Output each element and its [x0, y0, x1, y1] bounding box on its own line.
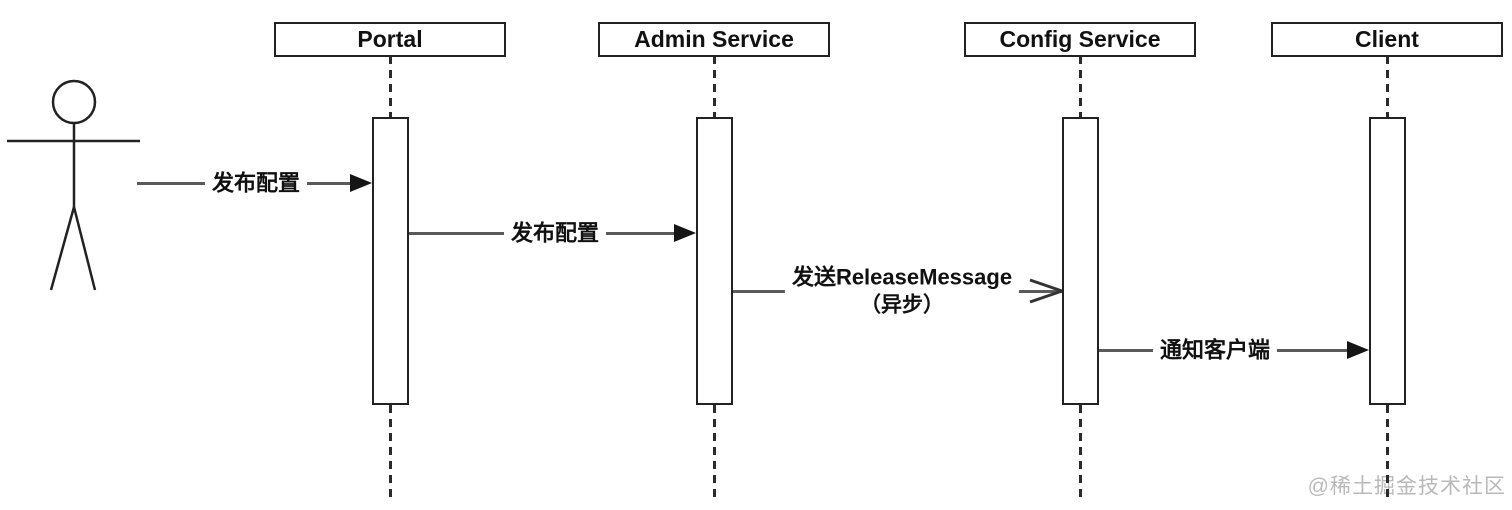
- lifeline-label: Portal: [357, 26, 423, 52]
- message-label-notify-client: 通知客户端: [1152, 335, 1278, 365]
- message-label-line1: 发送ReleaseMessage: [791, 264, 1013, 290]
- lifeline-dash-admin-service-bottom: [713, 405, 716, 503]
- lifeline-dash-config-service-top: [1079, 56, 1082, 117]
- lifeline-head-config-service: Config Service: [964, 22, 1196, 57]
- lifeline-label: Config Service: [999, 26, 1161, 52]
- activation-bar-admin-service: [696, 117, 733, 405]
- lifeline-label: Client: [1355, 26, 1419, 52]
- stick-figure-actor-icon: [7, 79, 140, 291]
- lifeline-head-admin-service: Admin Service: [598, 22, 830, 57]
- activation-bar-config-service: [1062, 117, 1099, 405]
- lifeline-label: Admin Service: [634, 26, 794, 52]
- sync-arrowhead-icon: [674, 224, 696, 242]
- message-label-publish-config-1: 发布配置: [204, 168, 308, 198]
- async-arrowhead-icon: [1029, 278, 1063, 304]
- lifeline-dash-config-service-bottom: [1079, 405, 1082, 503]
- lifeline-dash-admin-service-top: [713, 56, 716, 117]
- lifeline-dash-client-top: [1386, 56, 1389, 117]
- activation-bar-portal: [372, 117, 409, 405]
- message-label-publish-config-2: 发布配置: [503, 218, 607, 248]
- lifeline-dash-portal-bottom: [389, 405, 392, 503]
- sync-arrowhead-icon: [1347, 341, 1369, 359]
- activation-bar-client: [1369, 117, 1406, 405]
- message-label-release-message: 发送ReleaseMessage （异步）: [784, 262, 1020, 320]
- lifeline-dash-portal-top: [389, 56, 392, 117]
- lifeline-dash-client-bottom: [1386, 405, 1389, 503]
- lifeline-head-portal: Portal: [274, 22, 506, 57]
- sync-arrowhead-icon: [350, 174, 372, 192]
- lifeline-head-client: Client: [1271, 22, 1503, 57]
- watermark: @稀土掘金技术社区: [1307, 475, 1506, 498]
- message-label-line2: （异步）: [860, 293, 944, 317]
